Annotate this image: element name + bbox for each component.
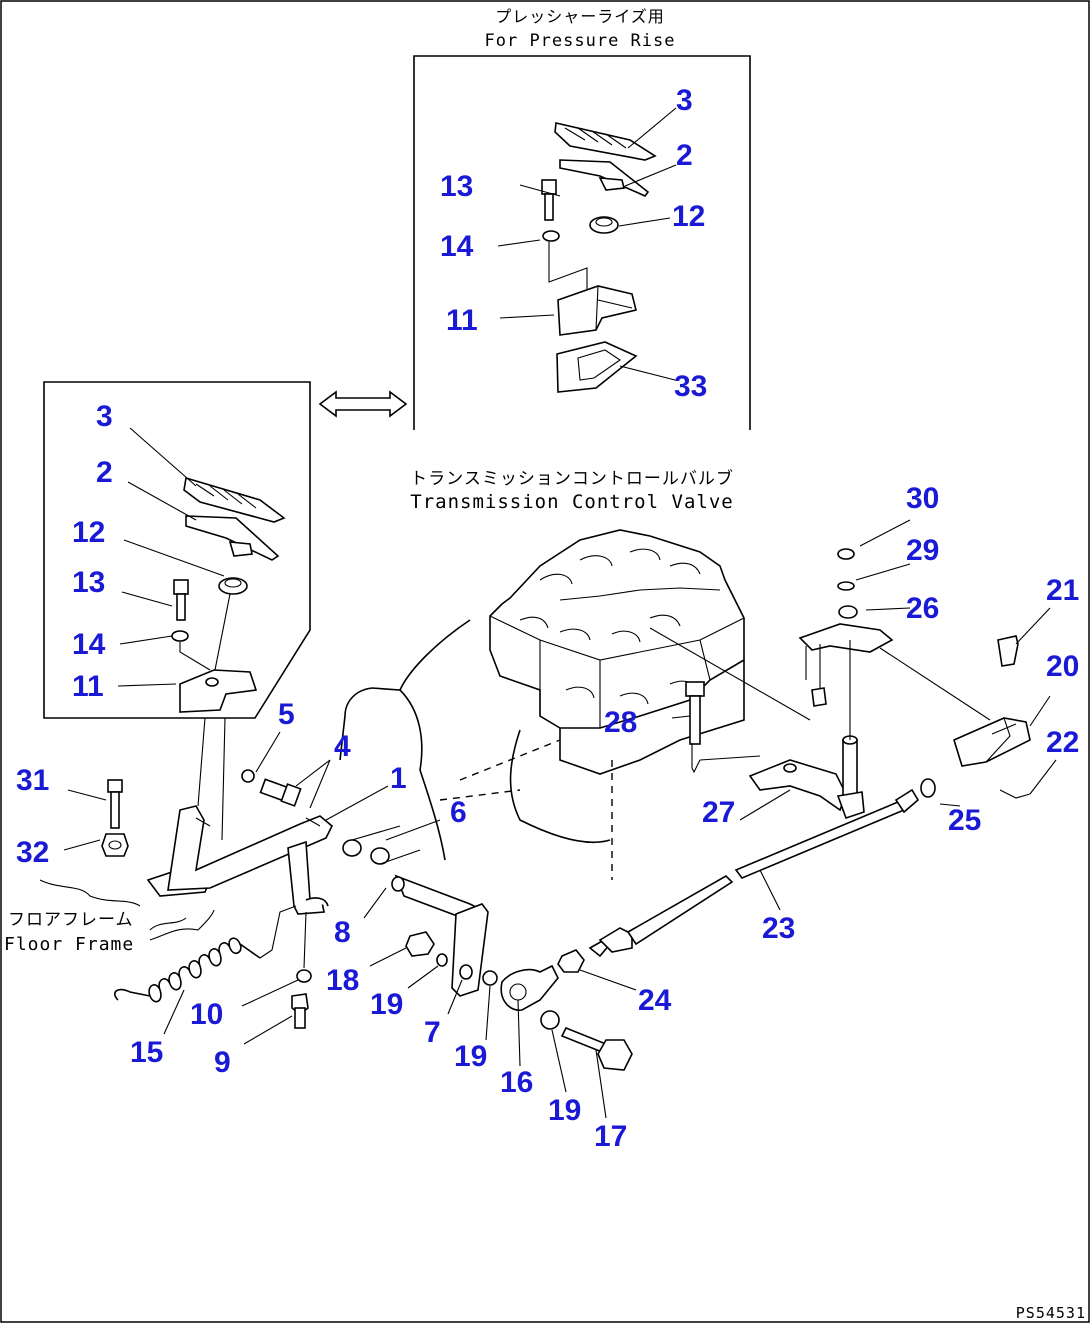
callout-label: 1 bbox=[390, 762, 407, 795]
callout-label: 14 bbox=[440, 230, 474, 263]
callout-label: 21 bbox=[1046, 574, 1079, 607]
callout-label: 19 bbox=[454, 1040, 487, 1073]
caption-floor-en: Floor Frame bbox=[4, 934, 134, 955]
callout-label: 13 bbox=[440, 170, 473, 203]
callout-label: 28 bbox=[604, 706, 637, 739]
callout-label: 2 bbox=[96, 456, 113, 489]
callouts-inset-top: 3 2 13 12 14 11 33 bbox=[440, 84, 707, 403]
callout-leaders bbox=[63, 731, 961, 1119]
callout-label: 26 bbox=[906, 592, 939, 625]
callouts-main: 5 4 1 6 31 32 8 18 19 7 19 16 19 17 24 1… bbox=[16, 482, 1079, 1153]
callout-label: 11 bbox=[72, 670, 104, 703]
callout-label: 33 bbox=[674, 370, 707, 403]
callout-label: 10 bbox=[190, 998, 223, 1031]
callout-label: 31 bbox=[16, 764, 49, 797]
pedal-assembly bbox=[101, 717, 936, 1071]
callout-label: 8 bbox=[334, 916, 351, 949]
callout-label: 3 bbox=[676, 84, 693, 117]
callout-label: 5 bbox=[278, 698, 295, 731]
caption-tcv-en: Transmission Control Valve bbox=[410, 491, 733, 513]
callout-label: 27 bbox=[702, 796, 735, 829]
callout-label: 16 bbox=[500, 1066, 533, 1099]
callouts-inset-left: 3 2 12 13 14 11 bbox=[72, 400, 113, 703]
callout-label: 23 bbox=[762, 912, 795, 945]
callout-label: 15 bbox=[130, 1036, 163, 1069]
callout-label: 12 bbox=[672, 200, 705, 233]
drawing-code: PS54531 bbox=[1016, 1304, 1086, 1322]
callout-label: 17 bbox=[594, 1120, 627, 1153]
callout-label: 29 bbox=[906, 534, 939, 567]
callout-label: 4 bbox=[334, 730, 351, 763]
callout-label: 9 bbox=[214, 1046, 231, 1079]
swap-arrow-icon bbox=[318, 390, 408, 418]
callout-label: 18 bbox=[326, 964, 359, 997]
callout-label: 14 bbox=[72, 628, 106, 661]
callout-label: 24 bbox=[638, 984, 672, 1017]
caption-pressure-rise-en: For Pressure Rise bbox=[485, 31, 676, 51]
callout-label: 32 bbox=[16, 836, 49, 869]
callout-label: 19 bbox=[548, 1094, 581, 1127]
callout-label: 13 bbox=[72, 566, 105, 599]
caption-tcv-jp: トランスミッションコントロールバルブ bbox=[410, 468, 734, 489]
inset-standard bbox=[43, 381, 311, 719]
callout-label: 20 bbox=[1046, 650, 1079, 683]
inset-pressure-rise bbox=[413, 55, 751, 430]
transmission-control-valve bbox=[339, 529, 745, 880]
callout-label: 12 bbox=[72, 516, 105, 549]
callout-label: 30 bbox=[906, 482, 939, 515]
callout-label: 19 bbox=[370, 988, 403, 1021]
callout-label: 25 bbox=[948, 804, 981, 837]
caption-pressure-rise-jp: プレッシャーライズ用 bbox=[495, 7, 665, 26]
valve-linkage bbox=[649, 519, 1057, 821]
callout-label: 11 bbox=[446, 304, 478, 337]
caption-floor-jp: フロアフレーム bbox=[8, 910, 134, 930]
callout-label: 2 bbox=[676, 139, 693, 172]
callout-label: 22 bbox=[1046, 726, 1079, 759]
callout-label: 7 bbox=[424, 1016, 441, 1049]
callout-label: 6 bbox=[450, 796, 467, 829]
callout-label: 3 bbox=[96, 400, 113, 433]
